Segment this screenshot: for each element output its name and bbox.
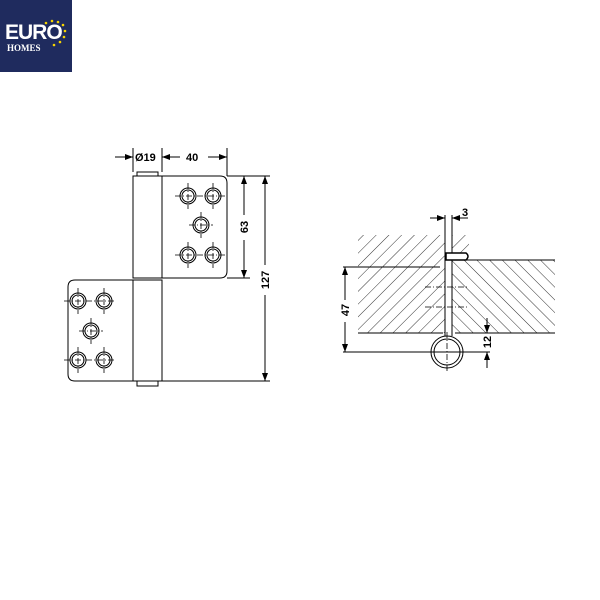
depth-label: 47 (340, 304, 352, 316)
leaf-width-label: 40 (186, 152, 198, 164)
total-height-label: 127 (260, 271, 272, 289)
logo-brand: EURO (5, 21, 63, 44)
euro-homes-logo: EURO HOMES (0, 0, 72, 72)
front-view (64, 148, 270, 387)
logo-stars (44, 19, 67, 47)
gap-label: 3 (462, 207, 468, 219)
logo-sub: HOMES (7, 43, 41, 53)
section-view (342, 215, 555, 372)
pin-diameter-label: Ø19 (135, 152, 156, 164)
leaf-height-label: 63 (239, 221, 251, 233)
offset-label: 12 (482, 336, 494, 348)
